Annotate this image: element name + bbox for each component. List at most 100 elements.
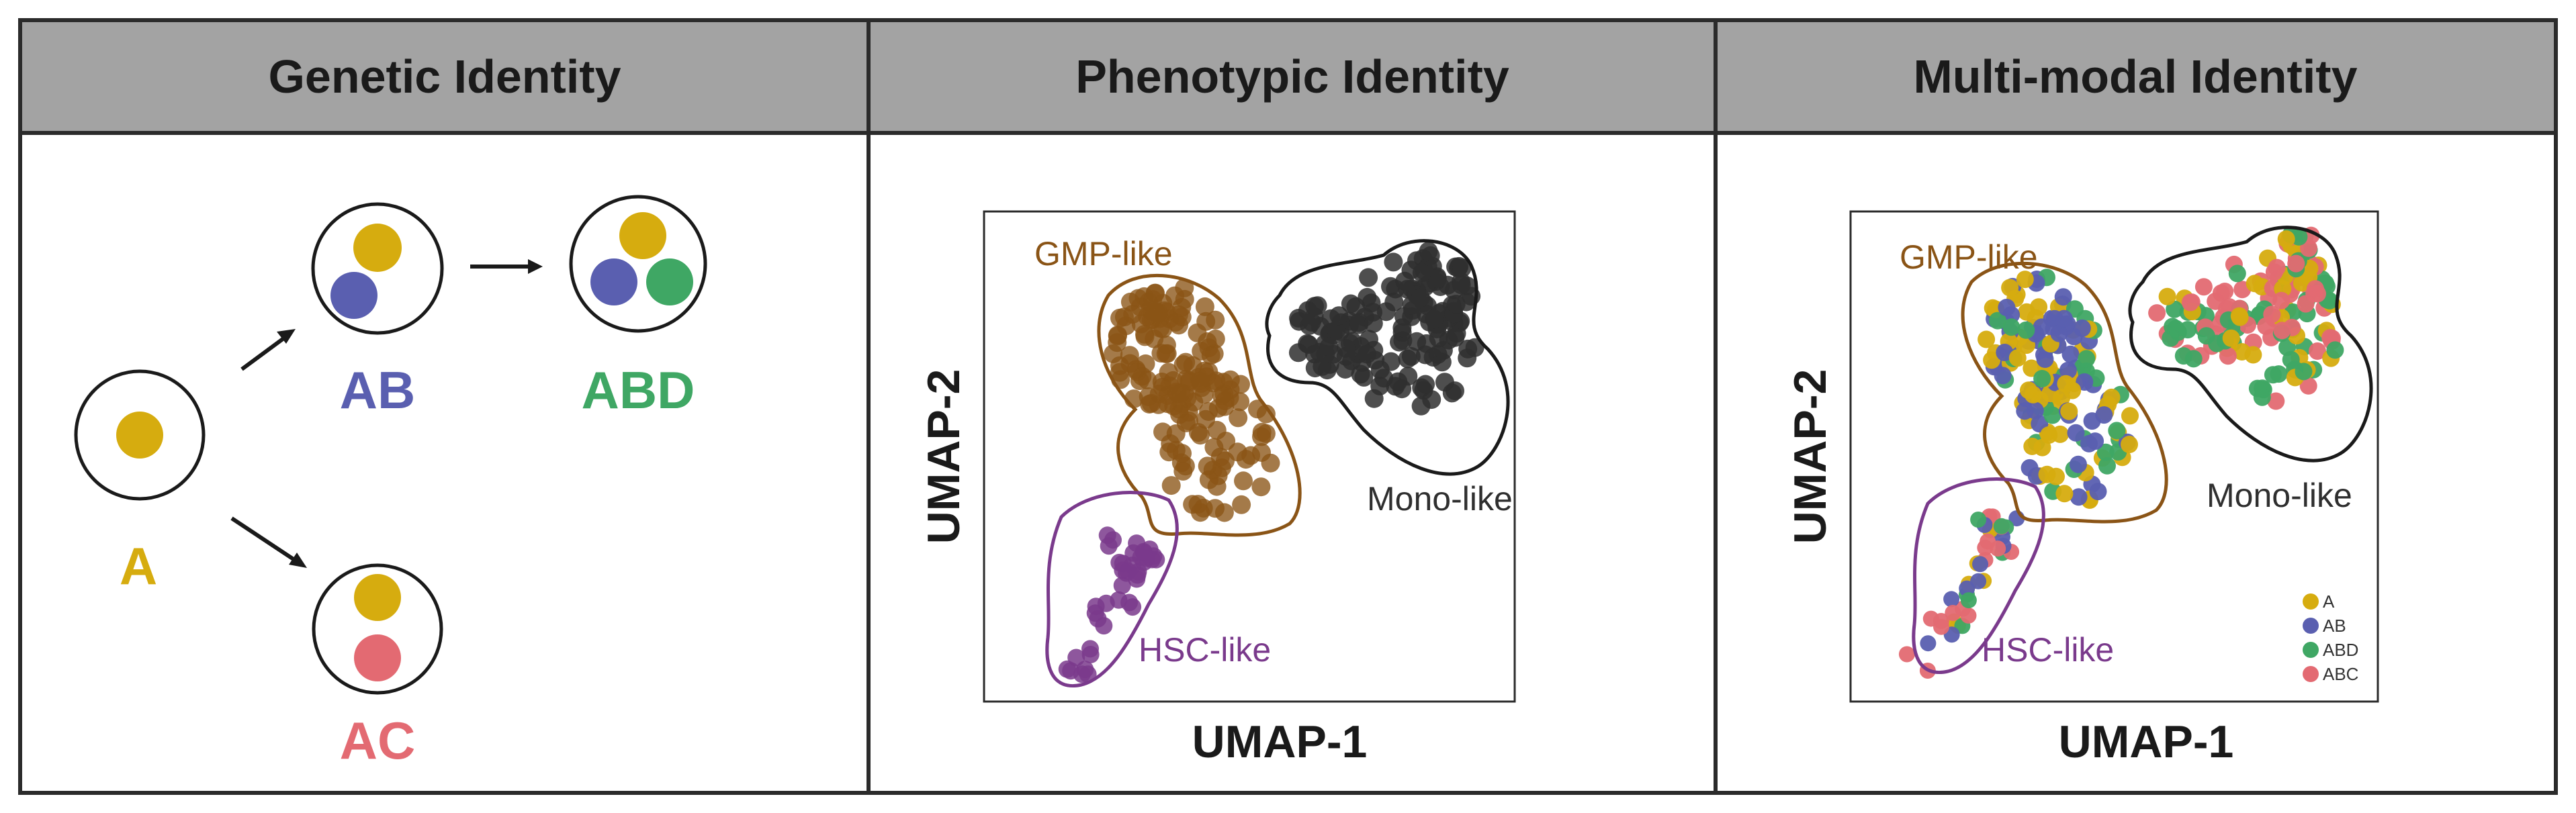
- cell-point: [1197, 367, 1216, 387]
- cell-point: [2268, 258, 2286, 277]
- cell-point: [1159, 442, 1179, 462]
- cell-point: [1341, 294, 1360, 314]
- cell-point: [2038, 465, 2056, 483]
- cell-point: [2033, 318, 2051, 336]
- cell-point: [2121, 407, 2139, 425]
- cell-point: [2054, 288, 2072, 306]
- cell-point: [2228, 265, 2246, 283]
- cell-point: [1151, 318, 1170, 338]
- cell-point: [1425, 309, 1444, 329]
- cell-point: [2231, 308, 2249, 326]
- cell-point: [2016, 271, 2034, 289]
- cell-point: [1169, 305, 1188, 324]
- header-multimodal: Multi-modal Identity: [1913, 50, 2357, 103]
- cell-point: [2181, 293, 2199, 312]
- cell-point: [1416, 375, 1435, 394]
- cell-point: [1358, 344, 1377, 364]
- cell-point: [1097, 594, 1115, 612]
- cell-point: [1149, 384, 1169, 403]
- cell-point: [1977, 539, 1994, 556]
- cell-point: [1215, 391, 1235, 410]
- cell-point: [1996, 344, 2014, 361]
- cell-point: [1458, 348, 1477, 368]
- cell-point: [1407, 332, 1427, 351]
- cell-point: [2309, 342, 2326, 360]
- cell-point: [1442, 383, 1462, 403]
- cluster-outline-gmp: [1961, 261, 2168, 524]
- cell-point: [1376, 302, 1396, 322]
- cell-point: [1081, 640, 1099, 658]
- cell-point: [1446, 295, 1466, 314]
- clone-dot-D: [646, 258, 693, 305]
- cell-point: [2121, 436, 2138, 453]
- clone-dot-A: [116, 412, 163, 459]
- cell-point: [2020, 381, 2037, 399]
- cell-point: [1349, 313, 1369, 332]
- cell-point: [1427, 269, 1447, 288]
- cell-point: [1062, 662, 1080, 680]
- x-axis-label: UMAP-1: [2059, 716, 2234, 767]
- cell-point: [2194, 278, 2213, 296]
- cell-point: [1120, 346, 1139, 365]
- cell-point: [1161, 476, 1181, 495]
- node-label-ABD: ABD: [582, 361, 695, 420]
- cell-point: [1989, 312, 2006, 330]
- node-label-AB: AB: [340, 361, 416, 420]
- node-AC: AC: [312, 563, 443, 770]
- cell-point: [2040, 426, 2058, 444]
- cluster-outline-hsc: [1045, 491, 1179, 687]
- cell-point: [2295, 363, 2313, 381]
- cell-point: [2299, 377, 2317, 395]
- cell-point: [1319, 337, 1339, 356]
- cell-point: [2060, 402, 2078, 420]
- clone-dot-B: [330, 272, 377, 319]
- cell-point: [1204, 438, 1224, 457]
- cell-point: [2263, 305, 2281, 324]
- cell-point: [1411, 288, 1430, 307]
- cell-point: [2174, 347, 2192, 365]
- cell-point: [2036, 350, 2054, 368]
- cell-point: [1384, 252, 1403, 272]
- legend-item-abc: ABC: [2303, 664, 2358, 684]
- cell-point: [1983, 351, 2001, 369]
- cell-point: [1252, 427, 1271, 446]
- legend: A AB ABD ABC: [2303, 591, 2358, 684]
- scatter-points: [1898, 226, 2344, 679]
- y-axis-label: UMAP-2: [1785, 369, 1836, 544]
- cell-point: [1120, 593, 1139, 612]
- cell-point: [1993, 518, 2010, 534]
- cell-point: [1128, 289, 1148, 308]
- cell-point: [2055, 309, 2073, 328]
- cell-point: [1419, 242, 1438, 261]
- cell-point: [1143, 290, 1163, 309]
- cell-point: [2208, 334, 2226, 352]
- cell-point: [2008, 349, 2027, 367]
- legend-item-ab: AB: [2303, 616, 2346, 636]
- header-phenotypic: Phenotypic Identity: [1075, 50, 1509, 103]
- cluster-outline-hsc: [1912, 477, 2045, 674]
- cell-point: [2033, 370, 2051, 387]
- cell-point: [2148, 304, 2166, 322]
- cell-point: [2076, 373, 2094, 391]
- node-AB: AB: [311, 202, 444, 420]
- legend-item-a: A: [2303, 591, 2335, 612]
- cell-point: [1990, 540, 2006, 557]
- cell-point: [2248, 379, 2266, 397]
- cell-point: [1354, 367, 1374, 387]
- cell-point: [2043, 406, 2061, 424]
- legend-label: ABC: [2323, 664, 2358, 684]
- cell-point: [1364, 314, 1383, 333]
- cell-point: [1195, 297, 1214, 316]
- cell-point: [1261, 453, 1280, 473]
- cell-point: [1166, 424, 1186, 443]
- scatter-points: [1058, 242, 1484, 683]
- node-ABD: ABD: [569, 195, 707, 420]
- clone-dot-A: [353, 224, 402, 272]
- cell-point: [1229, 408, 1248, 428]
- cell-point: [1998, 299, 2016, 316]
- x-axis-label: UMAP-1: [1192, 716, 1368, 767]
- cluster-label-mono: Mono-like: [1367, 480, 1513, 518]
- cell-point: [2233, 343, 2251, 361]
- clone-dot-B: [590, 258, 637, 305]
- node-A: A: [74, 369, 206, 595]
